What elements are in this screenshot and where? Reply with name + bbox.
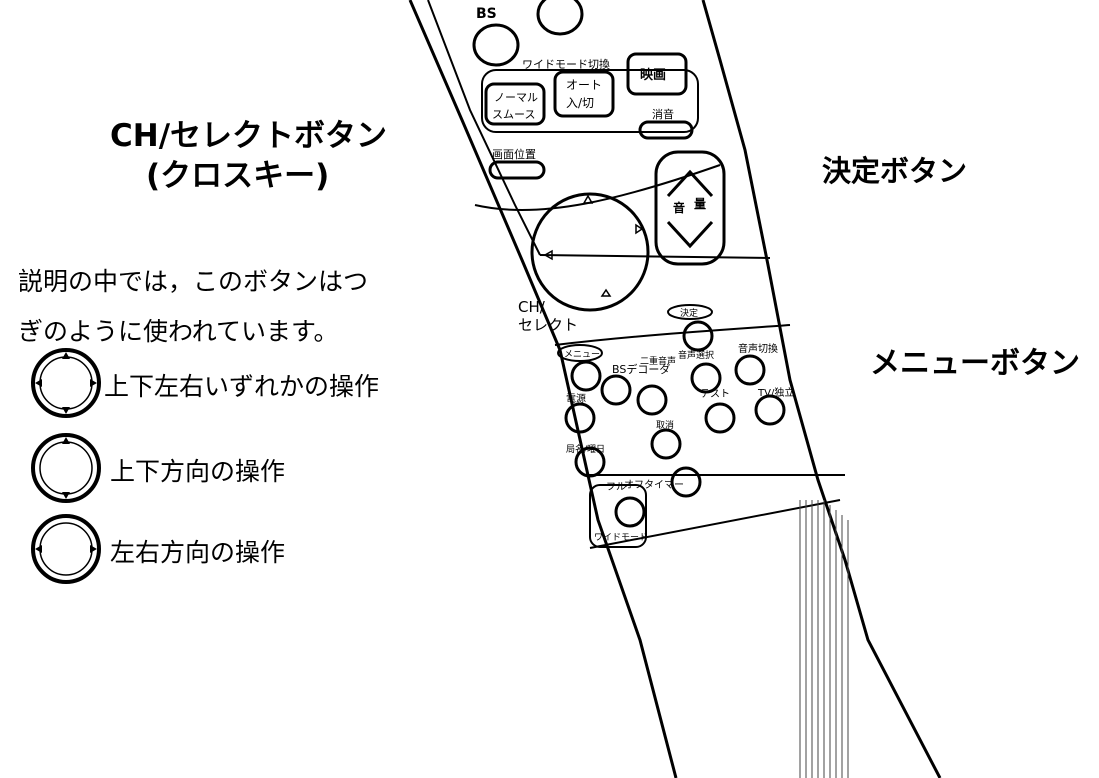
up-down-label: 上下方向の操作 bbox=[110, 457, 286, 486]
volume-button bbox=[654, 150, 726, 266]
menu-callout: メニューボタン bbox=[870, 346, 1080, 381]
explanation-intro-line1: 説明の中では，このボタンはつ bbox=[18, 267, 369, 296]
cross-key bbox=[530, 192, 650, 312]
bs-decoder-button bbox=[600, 374, 632, 406]
cross-key-all-directions-icon bbox=[31, 348, 101, 418]
auto-onoff-label: 入/切 bbox=[566, 96, 594, 110]
menu-round-button bbox=[570, 360, 602, 392]
select-label: セレクト bbox=[518, 316, 578, 334]
dual-voice-label: 二重音声 bbox=[640, 355, 676, 367]
menu-button bbox=[557, 344, 603, 362]
mute-label: 消音 bbox=[652, 107, 674, 121]
cinema-button bbox=[626, 52, 688, 96]
volume-label: 音 bbox=[673, 200, 685, 215]
remote-body-outline-right bbox=[701, 0, 942, 778]
bs-label: BS bbox=[476, 6, 497, 22]
bs-button bbox=[472, 23, 520, 67]
full-label: フル bbox=[606, 482, 626, 493]
full-wide-button bbox=[614, 496, 646, 528]
cross-key-up-down-icon bbox=[31, 433, 101, 503]
off-timer-label: オフタイマー bbox=[624, 479, 684, 491]
cinema-label: 映画 bbox=[640, 67, 666, 83]
left-right-label: 左右方向の操作 bbox=[110, 538, 286, 567]
test-button bbox=[704, 402, 736, 434]
smooth-label: スムース bbox=[492, 108, 535, 121]
all-directions-label: 上下左右いずれかの操作 bbox=[104, 372, 380, 401]
kettei-callout: 決定ボタン bbox=[822, 154, 968, 188]
top-round-button bbox=[536, 0, 584, 36]
dual-voice-button bbox=[636, 384, 668, 416]
normal-label: ノーマル bbox=[494, 91, 538, 104]
screen-position-button bbox=[488, 160, 546, 180]
voice-switch-button bbox=[734, 354, 766, 386]
bs-decoder-label: BSデコーダ bbox=[612, 362, 670, 376]
cross-key-left-right-icon bbox=[31, 514, 101, 584]
wide-mode-switch-label: ワイドモード切換 bbox=[522, 58, 610, 71]
ch-select-callout: CH/セレクトボタン bbox=[110, 118, 388, 154]
menu-label: メニュー bbox=[564, 350, 600, 360]
test-label: テスト bbox=[700, 389, 730, 400]
kettei-button bbox=[667, 304, 713, 320]
screen-position-label: 画面位置 bbox=[492, 147, 536, 161]
volume-label-2: 量 bbox=[694, 197, 706, 211]
kettei-label: 決定 bbox=[680, 307, 698, 319]
cross-key-callout: (クロスキー) bbox=[146, 158, 330, 194]
voice-select-label: 音声選択 bbox=[678, 349, 714, 361]
delete-label: 取消 bbox=[656, 419, 674, 431]
auto-onoff-button bbox=[553, 70, 615, 118]
auto-label: オート bbox=[566, 78, 602, 92]
tv-input-button bbox=[754, 394, 786, 426]
delete-button bbox=[650, 428, 682, 460]
mute-button bbox=[638, 120, 694, 140]
off-timer-button bbox=[670, 466, 702, 498]
voice-select-button bbox=[690, 362, 722, 394]
station-name-button bbox=[574, 446, 606, 478]
explanation-intro-line2: ぎのように使われています。 bbox=[18, 317, 339, 346]
voice-switch-label: 音声切換 bbox=[738, 342, 778, 355]
wide-mode-label: ワイドモード bbox=[594, 533, 648, 543]
kettei-round-button bbox=[682, 320, 714, 352]
ch-label: CH/ bbox=[518, 298, 546, 316]
power-button bbox=[564, 402, 596, 434]
normal-smooth-button bbox=[484, 82, 546, 126]
power-label: 電源 bbox=[566, 392, 586, 405]
